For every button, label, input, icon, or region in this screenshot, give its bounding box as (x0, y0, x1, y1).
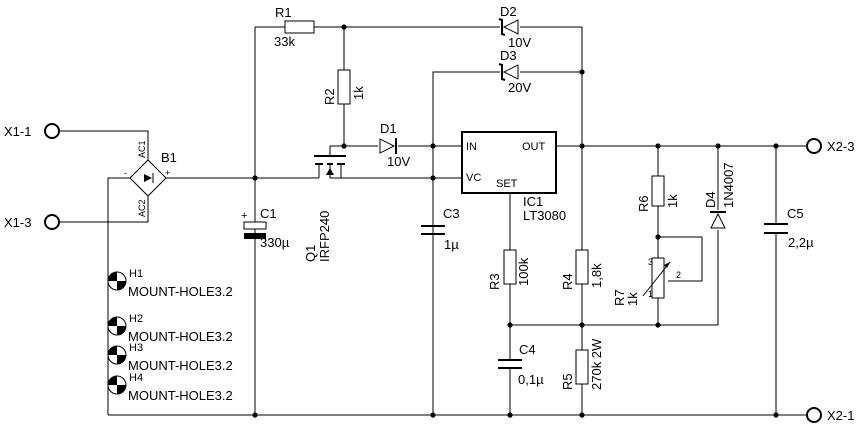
r7-pin2: 2 (676, 270, 681, 280)
bridge-rectifier-b1: B1 + - AC1 AC2 (124, 140, 177, 217)
h4-value: MOUNT-HOLE3.2 (128, 388, 233, 403)
d1-value: 10V (387, 154, 410, 169)
r7-value: 1k (625, 292, 640, 306)
b1-minus: - (124, 168, 127, 178)
d3-ref: D3 (500, 48, 517, 63)
capacitor-c1: + C1 330µ (241, 206, 290, 250)
b1-ac1: AC1 (137, 140, 147, 158)
r1-value: 33k (274, 34, 295, 49)
h2-value: MOUNT-HOLE3.2 (128, 329, 233, 344)
h3-ref: H3 (129, 342, 143, 354)
b1-plus: + (165, 168, 170, 178)
ic1-pin-out: OUT (522, 141, 546, 153)
ic1-lt3080: IN OUT VC SET IC1 LT3080 (461, 131, 566, 223)
c1-ref: C1 (260, 206, 277, 221)
c1-value: 330µ (260, 235, 290, 250)
r4-ref: R4 (560, 273, 575, 290)
h1-value: MOUNT-HOLE3.2 (128, 284, 233, 299)
c1-plus: + (241, 210, 247, 222)
connector-x2-3[interactable]: X2-3 (806, 138, 854, 154)
wires (59, 26, 807, 416)
ic1-value: LT3080 (523, 208, 566, 223)
capacitor-c3: C3 1µ (421, 206, 460, 415)
d4-ref: D4 (703, 191, 718, 208)
r7-pin3: 3 (648, 257, 653, 267)
diode-d4: D4 1N4007 (703, 162, 736, 229)
mount-hole-h4: H4 MOUNT-HOLE3.2 (107, 372, 233, 403)
c5-ref: C5 (787, 206, 804, 221)
connector-x1-3-label: X1-3 (4, 215, 31, 230)
d4-value: 1N4007 (721, 162, 736, 208)
ic1-pin-set: SET (496, 178, 518, 190)
ic1-pin-vc: VC (466, 172, 481, 184)
r7-pin1: 1 (648, 289, 653, 299)
ic1-ref: IC1 (523, 194, 543, 209)
r3-ref: R3 (487, 273, 502, 290)
c3-ref: C3 (443, 206, 460, 221)
mosfet-q1: Q1 IRFP240 (303, 155, 350, 262)
connector-x2-1[interactable]: X2-1 (806, 407, 854, 423)
capacitor-c4: C4 0,1µ (498, 342, 544, 387)
c5-value: 2,2µ (788, 235, 814, 250)
r2-ref: R2 (322, 88, 337, 105)
connector-x1-1[interactable]: X1-1 (4, 123, 60, 139)
d2-ref: D2 (500, 4, 517, 19)
r1-ref: R1 (275, 5, 292, 20)
resistor-r4: R4 1,8k (560, 249, 604, 290)
connector-x2-1-label: X2-1 (827, 408, 854, 423)
connector-x2-3-label: X2-3 (827, 139, 854, 154)
b1-ref: B1 (161, 150, 177, 165)
resistor-r6: R6 1k (636, 175, 680, 212)
c4-ref: C4 (519, 342, 536, 357)
r5-ref: R5 (560, 373, 575, 390)
r3-value: 100k (516, 257, 531, 286)
mount-hole-h1: H1 MOUNT-HOLE3.2 (107, 268, 233, 299)
mount-hole-h2: H2 MOUNT-HOLE3.2 (107, 313, 233, 344)
q1-ref: Q1 (303, 245, 318, 262)
resistor-r5: R5 270k 2W (560, 338, 604, 390)
r2-value: 1k (351, 86, 366, 100)
resistor-r3: R3 100k (487, 249, 531, 290)
d2-value: 10V (508, 35, 531, 50)
r7-ref: R7 (612, 289, 627, 306)
mount-hole-h3: H3 MOUNT-HOLE3.2 (107, 342, 233, 373)
r5-value: 270k 2W (589, 338, 604, 390)
c3-value: 1µ (444, 237, 459, 252)
r6-value: 1k (665, 194, 680, 208)
h4-ref: H4 (129, 372, 143, 384)
resistor-r1: R1 33k (274, 5, 315, 49)
d3-value: 20V (508, 80, 531, 95)
b1-ac2: AC2 (137, 199, 147, 217)
h3-value: MOUNT-HOLE3.2 (128, 358, 233, 373)
connector-x1-3[interactable]: X1-3 (4, 214, 60, 230)
r4-value: 1,8k (589, 263, 604, 288)
ic1-pin-in: IN (466, 141, 477, 153)
r6-ref: R6 (636, 195, 651, 212)
junctions (252, 24, 779, 418)
c4-value: 0,1µ (518, 372, 544, 387)
q1-value: IRFP240 (317, 211, 332, 262)
connector-x1-1-label: X1-1 (4, 124, 31, 139)
resistor-r2: R2 1k (322, 69, 366, 105)
diode-d1: D1 10V (379, 121, 410, 169)
capacitor-c5: C5 2,2µ (764, 206, 814, 250)
zener-d3: D3 20V (498, 48, 531, 95)
h2-ref: H2 (129, 313, 143, 325)
trimmer-r7: 3 2 1 R7 1k (612, 257, 681, 306)
zener-d2: D2 10V (498, 4, 531, 50)
d1-ref: D1 (380, 121, 397, 136)
h1-ref: H1 (129, 268, 143, 280)
